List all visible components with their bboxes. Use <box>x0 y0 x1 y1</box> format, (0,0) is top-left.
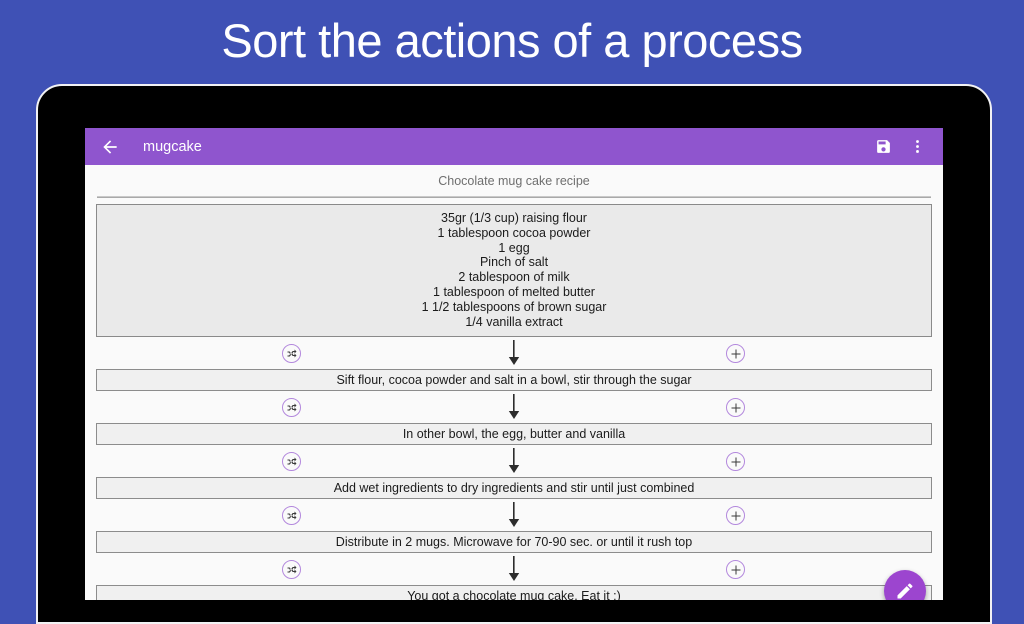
ingredient-line: 35gr (1/3 cup) raising flour <box>441 211 587 225</box>
connector-row <box>96 553 932 585</box>
pencil-edit-icon <box>897 583 913 599</box>
arrow-left-icon[interactable] <box>99 136 121 158</box>
arrow-down-icon <box>508 502 520 528</box>
app-screen: mugcake Chocolate mug cake recipe 35gr (… <box>85 128 943 600</box>
edit-fab-button[interactable] <box>884 570 926 600</box>
action-box[interactable]: Sift flour, cocoa powder and salt in a b… <box>96 369 932 392</box>
action-box[interactable]: Add wet ingredients to dry ingredients a… <box>96 477 932 500</box>
document-title-area: Chocolate mug cake recipe <box>85 165 943 196</box>
ingredient-line: 1/4 vanilla extract <box>465 314 563 329</box>
action-text: Sift flour, cocoa powder and salt in a b… <box>336 373 692 388</box>
arrow-down-icon <box>508 448 520 474</box>
action-box[interactable]: You got a chocolate mug cake. Eat it :) <box>96 585 932 600</box>
shuffle-icon[interactable] <box>282 398 301 418</box>
title-divider <box>97 196 931 198</box>
ingredient-line: 1 egg <box>498 240 530 255</box>
ingredient-line: 1 1/2 tablespoons of brown sugar <box>421 299 607 314</box>
plus-circle-icon[interactable] <box>726 452 745 472</box>
connector-row <box>96 391 932 423</box>
action-text: Add wet ingredients to dry ingredients a… <box>333 481 695 496</box>
action-text: In other bowl, the egg, butter and vanil… <box>402 427 626 442</box>
document-title: Chocolate mug cake recipe <box>438 174 590 188</box>
overflow-menu-icon[interactable] <box>905 135 929 159</box>
shuffle-icon[interactable] <box>282 344 301 364</box>
action-text: Distribute in 2 mugs. Microwave for 70-9… <box>335 535 693 550</box>
ingredient-line: 1 tablespoon of melted butter <box>433 284 595 299</box>
ingredients-block[interactable]: 35gr (1/3 cup) raising flour 1 tablespoo… <box>96 204 932 338</box>
ingredient-line: 1 tablespoon cocoa powder <box>437 225 591 240</box>
plus-circle-icon[interactable] <box>726 398 745 418</box>
action-text: You got a chocolate mug cake. Eat it :) <box>407 589 621 600</box>
arrow-down-icon <box>508 340 520 366</box>
plus-circle-icon[interactable] <box>726 344 745 364</box>
shuffle-icon[interactable] <box>282 560 301 580</box>
ingredient-line: 2 tablespoon of milk <box>458 270 570 285</box>
arrow-down-icon <box>508 394 520 420</box>
plus-circle-icon[interactable] <box>726 506 745 526</box>
ingredient-line: Pinch of salt <box>479 255 549 270</box>
app-bar: mugcake <box>85 128 943 165</box>
shuffle-icon[interactable] <box>282 452 301 472</box>
promo-headline: Sort the actions of a process <box>221 14 803 67</box>
action-box[interactable]: Distribute in 2 mugs. Microwave for 70-9… <box>96 531 932 554</box>
connector-row <box>96 445 932 477</box>
connector-row <box>96 499 932 531</box>
plus-circle-icon[interactable] <box>726 560 745 580</box>
shuffle-icon[interactable] <box>282 506 301 526</box>
save-floppy-icon[interactable] <box>871 135 895 159</box>
connector-row <box>96 337 932 369</box>
app-bar-title: mugcake <box>143 138 202 155</box>
action-box[interactable]: In other bowl, the egg, butter and vanil… <box>96 423 932 446</box>
arrow-down-icon <box>508 556 520 582</box>
